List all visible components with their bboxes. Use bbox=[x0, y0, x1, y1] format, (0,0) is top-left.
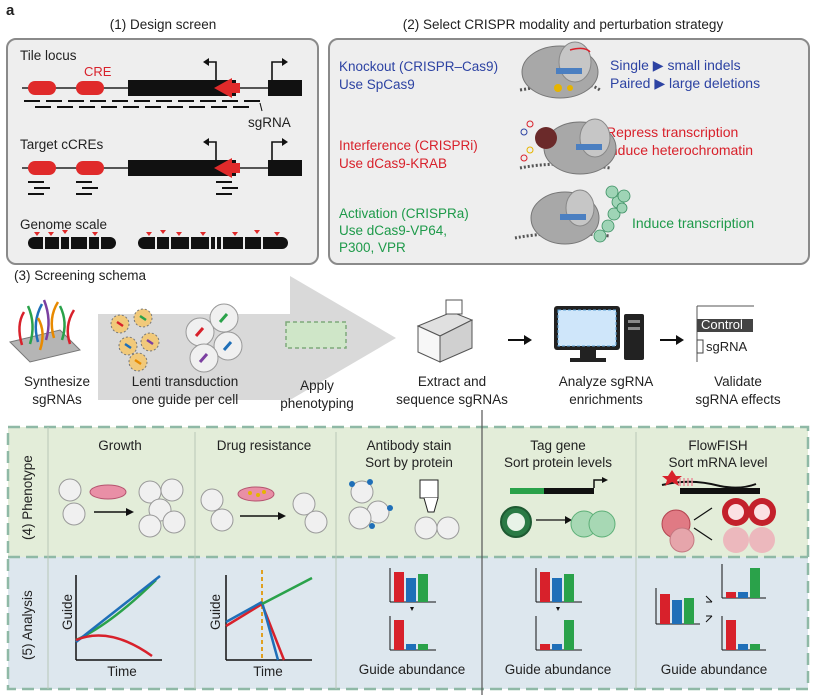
drug-xlabel: Time bbox=[253, 664, 283, 679]
genome-scale-label: Genome scale bbox=[20, 217, 108, 232]
antibody-bar-charts bbox=[389, 568, 436, 651]
drug-line-red bbox=[225, 602, 263, 628]
sgrna-plate bbox=[9, 299, 81, 363]
drug-line-blue bbox=[225, 600, 263, 624]
cre-element bbox=[28, 81, 56, 95]
flowfish-illustration bbox=[661, 470, 776, 553]
pipeline-arrow bbox=[98, 276, 396, 400]
control-label: Control bbox=[701, 317, 743, 332]
cas9-crispri-icon bbox=[519, 118, 617, 175]
chromosomes bbox=[28, 230, 288, 249]
phenotype-placeholder bbox=[285, 321, 347, 349]
activation-outcomes: Induce transcription bbox=[632, 215, 755, 231]
drug-ylabel: Guide bbox=[208, 593, 223, 630]
design-box bbox=[6, 38, 319, 265]
sgrna-label: sgRNA bbox=[248, 115, 291, 130]
knockout-label: Knockout (CRISPR–Cas9)Use SpCas9 bbox=[339, 59, 499, 92]
drug-analysis-chart bbox=[225, 570, 313, 661]
modality-title: (2) Select CRISPR modality and perturbat… bbox=[402, 17, 724, 32]
tag-guide-abundance: Guide abundance bbox=[504, 662, 612, 677]
drug-line-green bbox=[261, 576, 313, 606]
cre-element bbox=[76, 81, 104, 95]
sgrna-arrow bbox=[214, 78, 232, 98]
column-growth: Growth bbox=[98, 438, 142, 453]
cre-label: CRE bbox=[84, 64, 112, 79]
growth-ylabel: Guide bbox=[60, 593, 75, 630]
tile-locus-label: Tile locus bbox=[20, 48, 77, 63]
design-title: (1) Design screen bbox=[109, 17, 217, 32]
growth-xlabel: Time bbox=[107, 664, 137, 679]
interference-label: Interference (CRISPRi)Use dCas9-KRAB bbox=[339, 138, 478, 171]
schema-title: (3) Screening schema bbox=[14, 268, 147, 283]
cas9-crispra-icon bbox=[514, 185, 631, 245]
cas9-knockout-icon bbox=[519, 41, 601, 99]
antibody-illustration bbox=[348, 479, 460, 540]
drug-resistance-illustration bbox=[200, 486, 328, 534]
growth-line-red bbox=[75, 634, 153, 658]
antibody-guide-abundance: Guide abundance bbox=[358, 662, 466, 677]
tag-gene-bar-charts bbox=[535, 568, 582, 651]
panel-letter: a bbox=[6, 2, 15, 19]
column-drug-resistance: Drug resistance bbox=[216, 438, 312, 453]
activation-label: Activation (CRISPRa)Use dCas9-VP64,P300,… bbox=[339, 206, 469, 255]
target-ccres-label: Target cCREs bbox=[20, 137, 104, 152]
sequencer-icon bbox=[416, 299, 474, 363]
growth-analysis-chart bbox=[75, 575, 162, 661]
sgrna-bar bbox=[696, 339, 704, 354]
flowfish-bar-charts bbox=[655, 564, 766, 651]
gene-block bbox=[128, 80, 236, 96]
control-bar bbox=[697, 319, 753, 332]
tag-gene-illustration bbox=[500, 477, 616, 538]
flowfish-guide-abundance: Guide abundance bbox=[660, 662, 768, 677]
growth-line-blue bbox=[75, 575, 161, 643]
sgrna-validate-label: sgRNA bbox=[706, 339, 748, 354]
computer-icon bbox=[554, 306, 644, 362]
growth-illustration bbox=[58, 478, 186, 538]
